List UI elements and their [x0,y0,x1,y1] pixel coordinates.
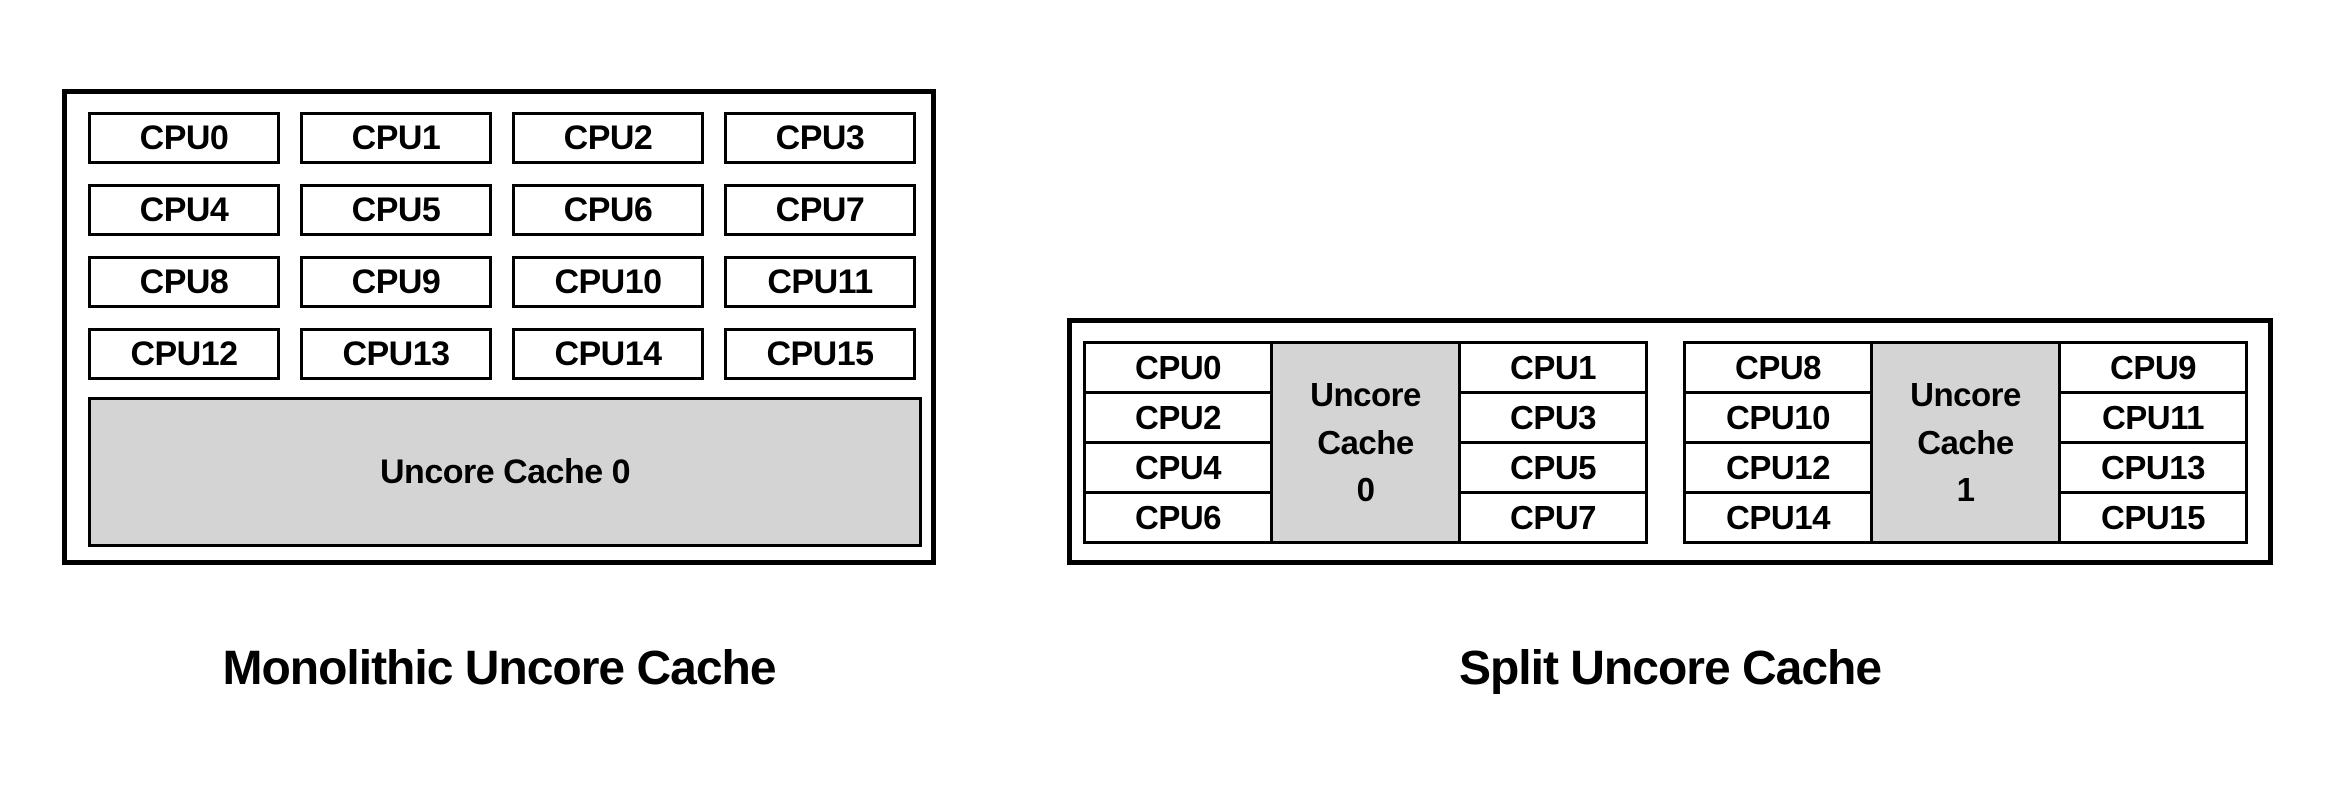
cpu-box-cpu14: CPU14 [1683,491,1873,544]
cpu-box-cpu12: CPU12 [1683,441,1873,494]
cpu-box-cpu8: CPU8 [1683,341,1873,394]
cpu-box-cpu12: CPU12 [88,328,280,380]
cpu-box-cpu11: CPU11 [2058,391,2248,444]
monolithic-caption: Monolithic Uncore Cache [222,642,776,695]
monolithic-uncore-diagram: CPU0 CPU1 CPU2 CPU3 CPU4 CPU5 CPU6 CPU7 … [62,89,936,565]
cpu-box-cpu2: CPU2 [1083,391,1273,444]
cpu-box-cpu10: CPU10 [512,256,704,308]
cpu-box-cpu4: CPU4 [88,184,280,236]
cache-cluster-1: CPU8 CPU10 CPU12 CPU14 Uncore Cache 1 CP… [1683,341,2248,544]
cluster-1-left-cpu-column: CPU8 CPU10 CPU12 CPU14 [1683,341,1873,544]
cpu-box-cpu10: CPU10 [1683,391,1873,444]
cluster-0-right-cpu-column: CPU1 CPU3 CPU5 CPU7 [1458,341,1648,544]
cpu-box-cpu11: CPU11 [724,256,916,308]
cpu-box-cpu15: CPU15 [2058,491,2248,544]
cpu-box-cpu13: CPU13 [2058,441,2248,494]
cpu-grid: CPU0 CPU1 CPU2 CPU3 CPU4 CPU5 CPU6 CPU7 … [88,112,916,380]
cpu-box-cpu9: CPU9 [2058,341,2248,394]
cpu-box-cpu15: CPU15 [724,328,916,380]
cpu-box-cpu6: CPU6 [512,184,704,236]
uncore-cache-1-box: Uncore Cache 1 [1870,341,2061,544]
cpu-box-cpu13: CPU13 [300,328,492,380]
cluster-0-left-cpu-column: CPU0 CPU2 CPU4 CPU6 [1083,341,1273,544]
cache-cluster-0: CPU0 CPU2 CPU4 CPU6 Uncore Cache 0 CPU1 … [1083,341,1648,544]
split-caption: Split Uncore Cache [1458,642,1882,695]
cpu-box-cpu1: CPU1 [1458,341,1648,394]
cpu-box-cpu6: CPU6 [1083,491,1273,544]
uncore-cache-0-box: Uncore Cache 0 [88,397,922,547]
cpu-box-cpu2: CPU2 [512,112,704,164]
cpu-box-cpu5: CPU5 [1458,441,1648,494]
cpu-box-cpu9: CPU9 [300,256,492,308]
cpu-box-cpu8: CPU8 [88,256,280,308]
cpu-box-cpu0: CPU0 [88,112,280,164]
cpu-box-cpu0: CPU0 [1083,341,1273,394]
cpu-box-cpu4: CPU4 [1083,441,1273,494]
cpu-box-cpu7: CPU7 [724,184,916,236]
cluster-1-right-cpu-column: CPU9 CPU11 CPU13 CPU15 [2058,341,2248,544]
uncore-cache-0-box: Uncore Cache 0 [1270,341,1461,544]
split-uncore-diagram: CPU0 CPU2 CPU4 CPU6 Uncore Cache 0 CPU1 … [1067,318,2273,565]
cpu-box-cpu14: CPU14 [512,328,704,380]
cpu-box-cpu3: CPU3 [1458,391,1648,444]
cpu-box-cpu3: CPU3 [724,112,916,164]
cpu-box-cpu5: CPU5 [300,184,492,236]
cpu-box-cpu7: CPU7 [1458,491,1648,544]
cpu-box-cpu1: CPU1 [300,112,492,164]
